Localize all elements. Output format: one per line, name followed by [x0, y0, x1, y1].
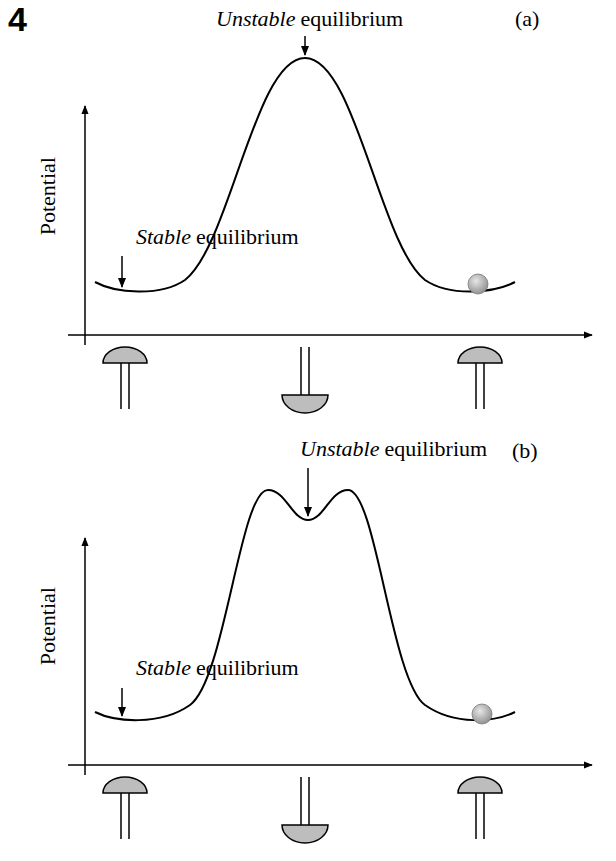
panel-b — [68, 468, 592, 843]
axis-label: Potential — [35, 587, 61, 665]
state-label: equilibrium — [196, 224, 299, 250]
state-label: equilibrium — [300, 6, 403, 32]
x-axis — [68, 764, 592, 766]
state-label: Stable — [136, 224, 191, 250]
y-axis — [84, 538, 86, 775]
state-label: equilibrium — [384, 436, 487, 462]
leader-arrow — [121, 256, 123, 287]
figure-number: 4 — [8, 0, 27, 39]
panel-a — [68, 36, 592, 413]
potential-curve — [95, 490, 515, 720]
panel-label: (a) — [515, 6, 539, 32]
state-label: Stable — [136, 655, 191, 681]
potential-curve — [95, 58, 515, 292]
x-axis — [68, 334, 592, 336]
state-label: Unstable — [216, 6, 295, 32]
ball — [472, 704, 492, 724]
upright-pendulum — [458, 347, 502, 409]
inverted-pendulum — [282, 347, 328, 413]
state-label: Unstable — [300, 436, 379, 462]
upright-pendulum — [458, 777, 502, 839]
leader-arrow — [121, 688, 123, 716]
panel-label: (b) — [512, 438, 538, 464]
leader-arrow — [304, 36, 306, 55]
y-axis — [84, 106, 86, 345]
inverted-pendulum — [282, 777, 328, 843]
leader-arrow — [307, 468, 309, 516]
ball — [468, 274, 488, 294]
upright-pendulum — [103, 347, 147, 409]
axis-label: Potential — [35, 157, 61, 235]
upright-pendulum — [103, 777, 147, 839]
state-label: equilibrium — [196, 655, 299, 681]
